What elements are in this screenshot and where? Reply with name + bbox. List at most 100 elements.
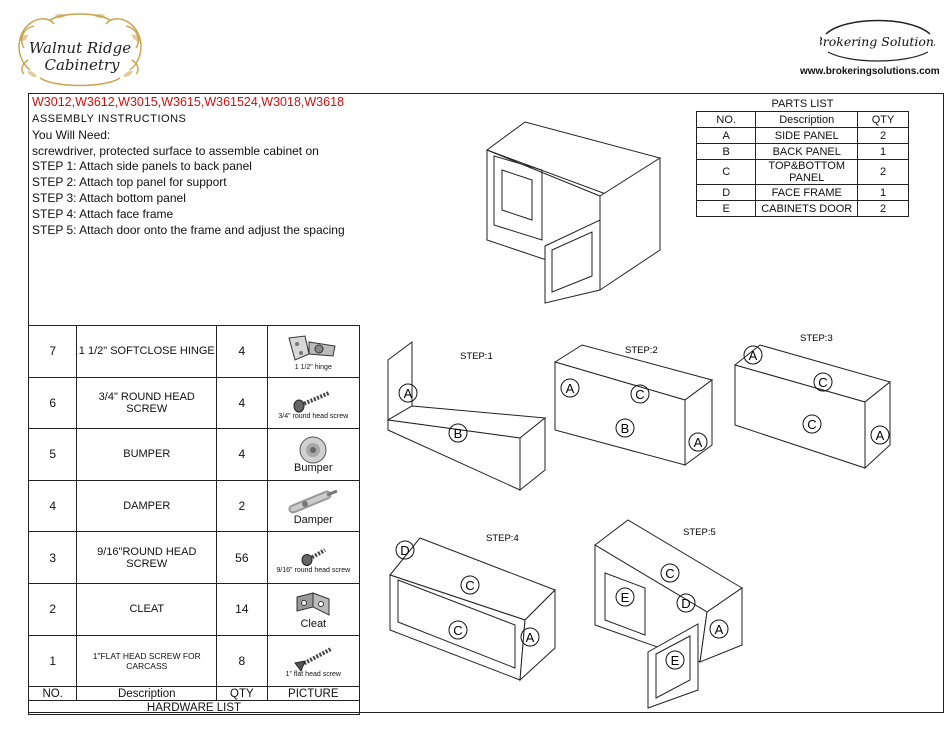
hw-desc: CLEAT — [76, 582, 218, 636]
hw-pic-label: 3/4" round head screw — [278, 413, 349, 421]
logo-text: Brokering Solutions — [820, 34, 935, 49]
hardware-list-title: HARDWARE LIST — [28, 700, 360, 716]
hw-no: 3 — [27, 531, 78, 584]
website-link[interactable]: www.brokeringsolutions.com — [800, 66, 940, 77]
parts-header-qty: QTY — [857, 111, 909, 128]
step-4-text: STEP 4: Attach face frame — [32, 206, 174, 221]
hw-pic-label: 1" flat head screw — [285, 671, 341, 679]
hw-no: 7 — [27, 325, 78, 378]
small-screw-icon — [301, 548, 327, 567]
hw-pic-label: 1 1/2" hinge — [294, 363, 332, 371]
hw-pic-label: Cleat — [300, 617, 327, 630]
step4-part-c-2: C — [453, 623, 462, 638]
step-5-label: STEP:5 — [683, 527, 716, 538]
damper-icon — [288, 489, 338, 514]
step-3-text: STEP 3: Attach bottom panel — [32, 190, 186, 205]
hardware-row: 6 3/4" ROUND HEAD SCREW 4 3/4" round hea… — [27, 376, 361, 430]
step2-part-a: A — [566, 381, 575, 396]
step3-part-c: C — [818, 375, 827, 390]
step3-part-a-2: A — [876, 428, 885, 443]
step5-part-e: E — [621, 590, 630, 605]
instructions-heading: ASSEMBLY INSTRUCTIONS — [32, 113, 187, 125]
part-desc: CABINETS DOOR — [755, 200, 859, 217]
part-b-label: B — [454, 426, 463, 441]
part-no: E — [695, 200, 757, 217]
hw-picture: 1 1/2" hinge — [266, 325, 361, 378]
part-qty: 2 — [857, 159, 909, 185]
hw-no: 5 — [27, 428, 78, 481]
step2-part-c: C — [635, 387, 644, 402]
step-2-drawing: STEP:2 A C B A — [553, 344, 714, 466]
hw-desc: DAMPER — [76, 479, 218, 533]
step2-part-b: B — [621, 421, 630, 436]
logo-line-1: Walnut Ridge — [29, 39, 131, 57]
step-3-drawing: STEP:3 A C C A — [733, 333, 892, 470]
hardware-row: 7 1 1/2" SOFTCLOSE HINGE 4 1 1/2" hinge — [27, 325, 361, 378]
brokering-solutions-logo: Brokering Solutions — [820, 19, 935, 62]
need-items: screwdriver, protected surface to assemb… — [32, 143, 319, 158]
flat-head-screw-icon — [294, 647, 333, 673]
hw-header-no: NO. — [27, 686, 78, 702]
step5-part-a: A — [715, 622, 724, 637]
hw-qty: 4 — [216, 325, 268, 378]
step2-part-a-2: A — [694, 435, 703, 450]
hw-header-picture: PICTURE — [266, 686, 361, 702]
hw-picture: Bumper — [266, 428, 361, 481]
hardware-row: 2 CLEAT 14 Cleat — [27, 582, 361, 636]
round-head-screw-icon — [293, 391, 331, 413]
hw-header-desc: Description — [76, 686, 218, 702]
step-1-drawing: STEP:1 A B — [386, 341, 547, 492]
hardware-footer-row: HARDWARE LIST — [28, 700, 360, 716]
hw-desc: 9/16"ROUND HEAD SCREW — [76, 531, 218, 584]
part-b-callout — [448, 423, 468, 443]
hw-desc: 1 1/2" SOFTCLOSE HINGE — [76, 325, 218, 378]
hardware-row: 5 BUMPER 4 Bumper — [27, 428, 361, 481]
hardware-row: 3 9/16"ROUND HEAD SCREW 56 9/16" round h… — [27, 531, 361, 584]
logo-line-2: Cabinetry — [44, 56, 120, 74]
step3-part-a: A — [749, 348, 758, 363]
step-4-label: STEP:4 — [486, 533, 519, 544]
step-2-label: STEP:2 — [625, 345, 658, 356]
hw-qty: 4 — [216, 376, 268, 430]
step-5-drawing: STEP:5 E C D A E — [594, 519, 743, 709]
part-desc: TOP&BOTTOM PANEL — [755, 159, 859, 185]
part-no: C — [695, 159, 757, 185]
step5-part-e-2: E — [671, 653, 680, 668]
hw-picture: Damper — [266, 479, 361, 533]
need-label: You Will Need: — [32, 127, 111, 142]
hw-desc: 1"FLAT HEAD SCREW FOR CARCASS — [76, 634, 218, 688]
step4-part-d: D — [400, 543, 409, 558]
hw-desc: BUMPER — [76, 428, 218, 481]
hardware-row: 4 DAMPER 2 Damper — [27, 479, 361, 533]
hardware-row: 1 1"FLAT HEAD SCREW FOR CARCASS 8 1" fla… — [27, 634, 361, 688]
hw-picture: 1" flat head screw — [266, 634, 361, 688]
hardware-header-row: NO. Description QTY PICTURE — [27, 686, 361, 702]
hardware-list-table: 7 1 1/2" SOFTCLOSE HINGE 4 1 1/2" hinge … — [27, 325, 361, 716]
hinge-icon — [288, 335, 336, 361]
walnut-ridge-logo: Walnut Ridge Cabinetry — [18, 13, 142, 87]
step-3-label: STEP:3 — [800, 333, 833, 344]
finished-cabinet-drawing — [485, 121, 661, 304]
part-a-callout — [398, 383, 418, 403]
step-1-text: STEP 1: Attach side panels to back panel — [32, 159, 252, 174]
hw-no: 2 — [27, 582, 78, 636]
hw-pic-label: Bumper — [294, 461, 333, 474]
hw-pic-label: Damper — [293, 513, 333, 526]
step-2-text: STEP 2: Attach top panel for support — [32, 175, 227, 190]
hw-picture: 9/16" round head screw — [266, 531, 361, 584]
hw-no: 1 — [27, 634, 78, 688]
instructions-block: ASSEMBLY INSTRUCTIONS You Will Need: scr… — [32, 112, 345, 238]
hw-picture: Cleat — [266, 582, 361, 636]
step5-part-c: C — [665, 566, 674, 581]
bumper-icon — [299, 436, 327, 464]
hw-desc: 3/4" ROUND HEAD SCREW — [76, 376, 218, 430]
step4-part-c: C — [465, 578, 474, 593]
hw-pic-label: 9/16" round head screw — [276, 567, 351, 575]
step3-part-c-2: C — [807, 417, 816, 432]
part-desc: SIDE PANEL — [755, 127, 859, 144]
